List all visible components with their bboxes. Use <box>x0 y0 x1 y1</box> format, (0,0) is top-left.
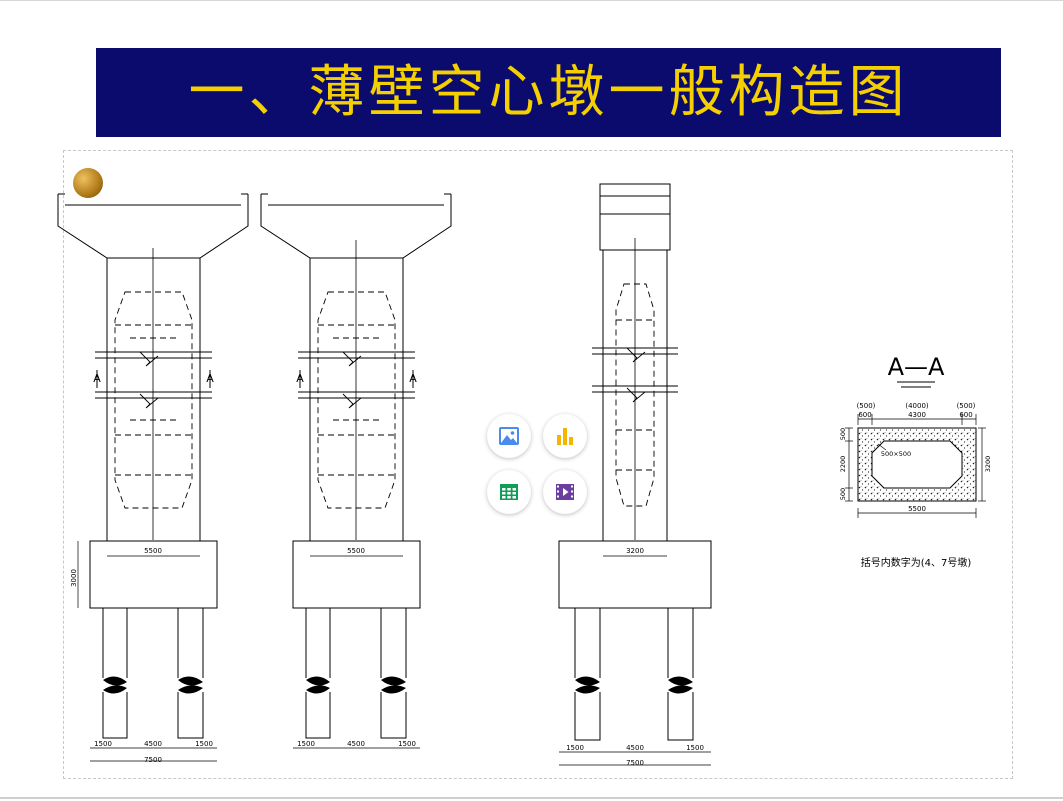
pier-1-pile-left: 1500 <box>94 740 112 748</box>
section-top-mid-paren: (4000) <box>905 402 929 410</box>
chart-icon <box>557 428 573 445</box>
content-placeholder[interactable] <box>63 150 1013 779</box>
insert-video-button[interactable] <box>543 470 587 514</box>
insert-image-button[interactable] <box>487 414 531 458</box>
section-mark-left-2: A <box>296 372 304 385</box>
insert-chart-button[interactable] <box>543 414 587 458</box>
pier-2-shaft-width: 5500 <box>347 547 365 555</box>
section-side-mid: 2200 <box>839 456 847 473</box>
pier-3-pile-breaks <box>575 676 693 694</box>
pier-3 <box>558 183 712 766</box>
section-top-left: 600 <box>858 411 871 419</box>
section-side-top: 500 <box>839 428 847 440</box>
pier-2-pile-right: 1500 <box>398 740 416 748</box>
pier-2-pile-left: 1500 <box>297 740 315 748</box>
pier-1-pile-mid: 4500 <box>144 740 162 748</box>
section-top-left-paren: (500) <box>857 402 876 410</box>
decorative-ball-icon <box>73 168 103 198</box>
pier-2-pile-mid: 4500 <box>347 740 365 748</box>
pier-1-pile-breaks <box>103 676 203 694</box>
pier-3-footing-width: 7500 <box>626 759 644 767</box>
table-icon <box>500 484 518 500</box>
bottom-edge-line <box>0 797 1063 799</box>
pier-1-shaft-width: 5500 <box>144 547 162 555</box>
section-dimensions <box>845 414 986 518</box>
section-bottom-width: 5500 <box>908 505 926 513</box>
slide-title[interactable]: 一、薄壁空心墩一般构造图 <box>188 59 909 125</box>
section-concrete-wall <box>857 427 977 502</box>
video-icon <box>556 484 574 500</box>
top-edge-line <box>0 0 1063 1</box>
section-chamfer: 500×500 <box>881 450 911 458</box>
pier-2 <box>260 193 452 749</box>
section-mark-left-1: A <box>93 372 101 385</box>
section-mark-right-1: A <box>206 372 214 385</box>
pier-1-pile-right: 1500 <box>195 740 213 748</box>
image-icon <box>499 427 519 445</box>
pier-3-pile-left: 1500 <box>566 744 584 752</box>
section-side-bottom: 500 <box>839 488 847 500</box>
pier-3-shaft-width: 3200 <box>626 547 644 555</box>
insert-table-button[interactable] <box>487 470 531 514</box>
section-top-right: 600 <box>959 411 972 419</box>
pier-1-cap-height: 3000 <box>70 569 78 587</box>
section-top-right-paren: (500) <box>957 402 976 410</box>
section-note: 括号内数字为(4、7号墩) <box>861 556 972 569</box>
section-title: A—A <box>888 353 945 381</box>
section-top-mid: 4300 <box>908 411 926 419</box>
title-banner: 一、薄壁空心墩一般构造图 <box>96 48 1001 137</box>
pier-3-pile-mid: 4500 <box>626 744 644 752</box>
pier-3-pile-right: 1500 <box>686 744 704 752</box>
section-title-underline <box>897 381 935 388</box>
section-side-total: 3200 <box>984 456 992 473</box>
pier-1 <box>57 193 249 762</box>
pier-1-footing-width: 7500 <box>144 756 162 764</box>
pier-2-pile-breaks <box>306 676 406 694</box>
section-mark-right-2: A <box>409 372 417 385</box>
